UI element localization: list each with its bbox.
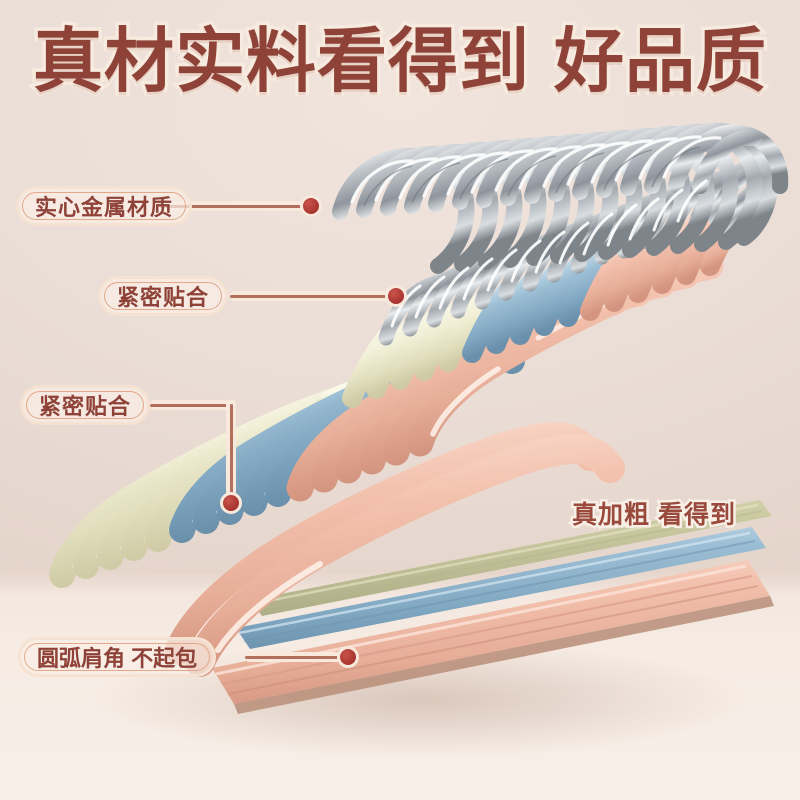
headline-part1: 真材实料看得到 <box>30 22 533 100</box>
callout-tight-fit-upper[interactable]: 紧密贴合 <box>98 276 229 316</box>
callout-dot-round-shoulder <box>337 646 359 668</box>
callout-line-tight-fit-upper <box>230 291 405 301</box>
callout-line-round-shoulder <box>245 652 357 662</box>
callout-tight-fit-upper-label: 紧密贴合 <box>117 285 210 310</box>
callout-dot-tight-fit-lower <box>220 492 242 514</box>
callout-tight-fit-lower[interactable]: 紧密贴合 <box>20 385 151 425</box>
label-extra-thick: 真加粗 看得到 <box>570 499 738 532</box>
callout-round-shoulder-label: 圆弧肩角 不起包 <box>37 646 198 671</box>
callout-tight-fit-lower-label: 紧密贴合 <box>39 394 132 419</box>
callout-line-solid-metal <box>160 201 320 211</box>
callout-dot-tight-fit-upper <box>385 285 407 307</box>
headline-part2: 好品质 <box>551 22 770 100</box>
callout-round-shoulder[interactable]: 圆弧肩角 不起包 <box>18 637 217 677</box>
callout-solid-metal-label: 实心金属材质 <box>35 195 174 220</box>
callout-line-tight-fit-lower <box>150 400 236 510</box>
page-headline: 真材实料看得到好品质 <box>0 23 800 100</box>
callout-dot-solid-metal <box>300 195 322 217</box>
callout-solid-metal[interactable]: 实心金属材质 <box>16 186 193 226</box>
